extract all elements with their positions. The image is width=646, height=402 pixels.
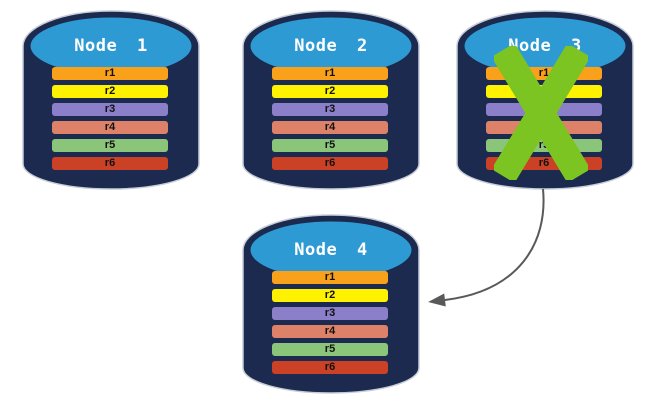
- replica-bar-r4: r4: [52, 121, 168, 134]
- replica-bar-r4: r4: [272, 121, 388, 134]
- node-2-replicas: r1 r2 r3 r4 r5 r6: [272, 67, 388, 170]
- failover-arrow-icon: [428, 188, 545, 307]
- node-2-cylinder: Node 2 r1 r2 r3 r4 r5 r6: [242, 10, 420, 190]
- node-1-label: Node 1: [74, 36, 148, 56]
- replica-bar-r4: r4: [272, 325, 388, 338]
- node-4-cylinder: Node 4 r1 r2 r3 r4 r5 r6: [242, 214, 420, 394]
- replica-bar-r1: r1: [52, 67, 168, 80]
- replica-bar-r2: r2: [272, 85, 388, 98]
- node-4-replicas: r1 r2 r3 r4 r5 r6: [272, 271, 388, 374]
- replica-bar-r2: r2: [272, 289, 388, 302]
- replica-bar-r2: r2: [52, 85, 168, 98]
- replica-bar-r3: r3: [52, 103, 168, 116]
- replica-bar-r5: r5: [272, 139, 388, 152]
- node-4-label: Node 4: [294, 240, 368, 260]
- replica-bar-r6: r6: [272, 157, 388, 170]
- failure-x-icon: [494, 46, 588, 180]
- replica-bar-r5: r5: [272, 343, 388, 356]
- node-1-cylinder: Node 1 r1 r2 r3 r4 r5 r6: [22, 10, 200, 190]
- replica-bar-r6: r6: [52, 157, 168, 170]
- replica-bar-r3: r3: [272, 307, 388, 320]
- node-1-replicas: r1 r2 r3 r4 r5 r6: [52, 67, 168, 170]
- replica-bar-r1: r1: [272, 271, 388, 284]
- node-2-label: Node 2: [294, 36, 368, 56]
- replica-bar-r5: r5: [52, 139, 168, 152]
- replica-bar-r6: r6: [272, 361, 388, 374]
- replica-bar-r1: r1: [272, 67, 388, 80]
- replica-bar-r3: r3: [272, 103, 388, 116]
